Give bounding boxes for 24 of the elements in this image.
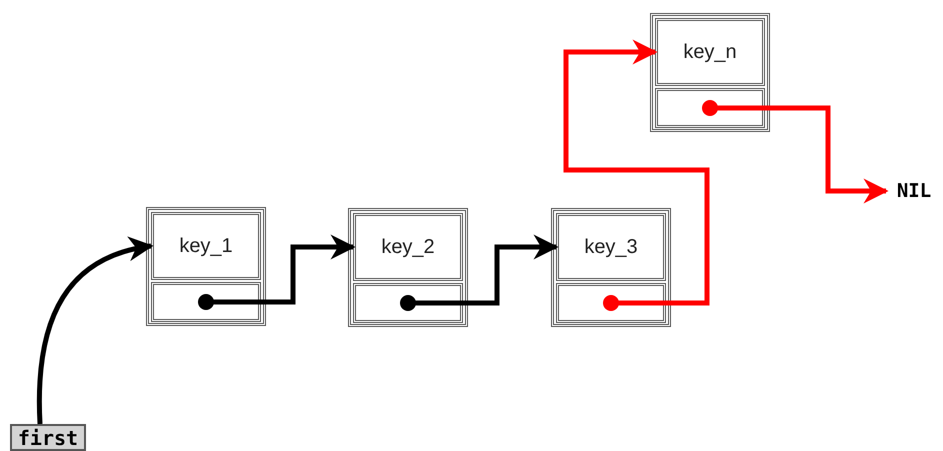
pointer-label: [10, 424, 86, 451]
key-text: key_1: [179, 236, 233, 256]
key-text: key_3: [584, 237, 638, 257]
label-text: first: [18, 428, 78, 448]
key-cell: [353, 213, 463, 281]
label-text: NIL: [896, 182, 932, 200]
pointer-cell: [353, 283, 463, 323]
key-cell: [556, 213, 666, 281]
arrow: [702, 100, 888, 204]
pointer-cell: [151, 282, 261, 322]
list-node-box: [146, 207, 266, 326]
key-cell: [655, 18, 765, 86]
pointer-cell: [655, 88, 765, 128]
key-cell: [151, 212, 261, 280]
pointer-cell: [556, 283, 666, 323]
arrow: [36, 238, 154, 424]
key-text: key_2: [381, 237, 435, 257]
list-node-box: [650, 13, 770, 132]
arrow: [198, 234, 356, 310]
key-text: key_n: [683, 42, 737, 62]
arrow: [400, 234, 558, 311]
list-node-box: [348, 208, 468, 327]
list-node-box: [551, 208, 671, 327]
arrow: [564, 40, 710, 311]
